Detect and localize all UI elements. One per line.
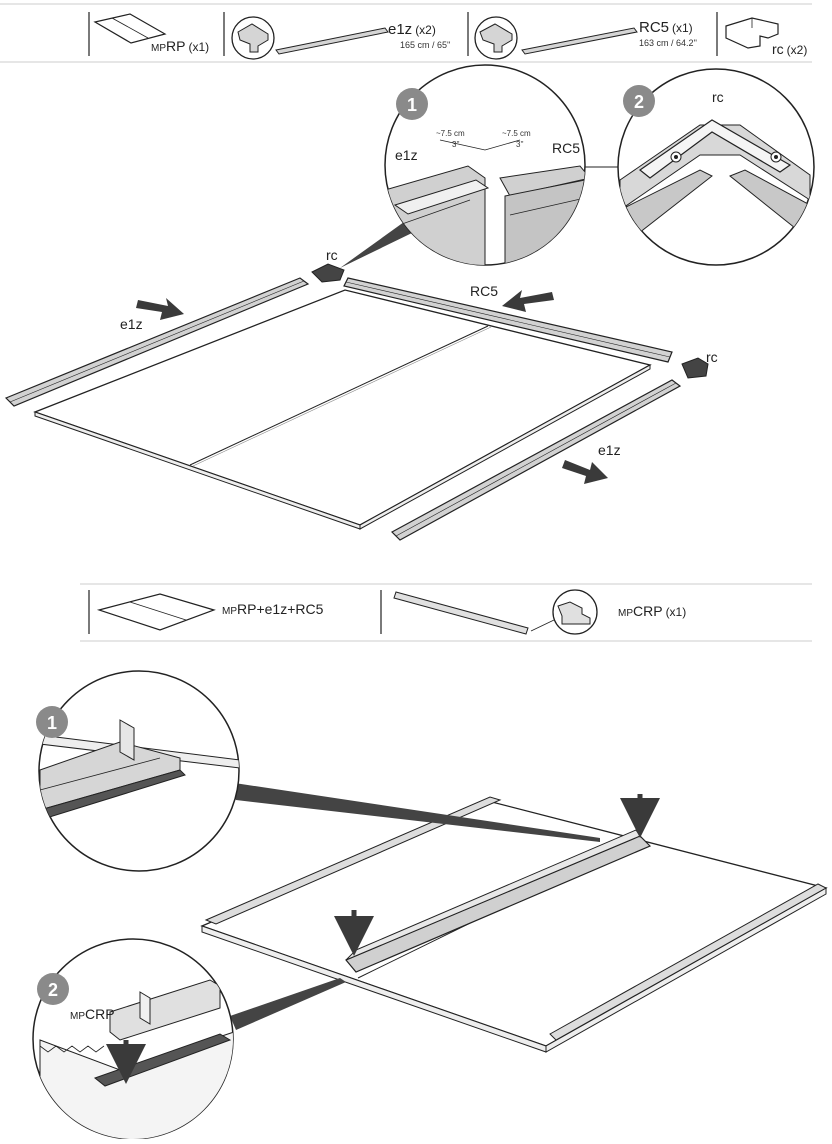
svg-text:MPCRP: MPCRP [70,1006,115,1022]
step-badge [396,88,428,120]
detail-leader [230,978,346,1030]
panel-icon [93,13,167,44]
rc5-qty: (x1) [672,21,693,35]
rc-connector-icon [725,17,779,49]
assembly-prefix: MP [222,606,237,617]
svg-text:rc(x2): rc(x2) [772,41,807,57]
assembly-panel-icon [96,593,216,631]
e1z-rail-left [4,277,310,407]
mpcrp-code: CRP [633,603,663,619]
label-e1z-left: e1z [120,316,143,332]
d3-number: 1 [47,713,57,733]
e1z-rail-back [204,796,502,925]
part-rc: rc(x2) [725,17,807,57]
part-rc5: RC5(x1) 163 cm / 64.2'' [474,12,718,60]
mprp-qty: (x1) [188,40,209,54]
label-rc5: RC5 [470,283,498,299]
assembled-floor [200,801,828,1047]
svg-text:e1z(x2): e1z(x2) [388,21,436,38]
step-badge [623,85,655,117]
rc-connector-right [681,357,709,379]
step-1-illustration: rc rc RC5 e1z e1z e1z RC5 ~7.5 cm 3'' ~7… [4,64,815,541]
part-e1z: e1z(x2) 165 cm / 65'' [231,12,469,60]
rc5-rail [343,277,673,363]
mpcrp-prefix: MP [618,608,633,619]
e1z-qty: (x2) [415,23,436,37]
panel-seam [189,325,489,466]
svg-text:RC5(x1): RC5(x1) [639,19,693,36]
detail-3-callout: 1 [36,670,240,872]
mpcrp-qty: (x1) [666,605,687,619]
mpcrp-profile [393,591,529,635]
push-arrow-left [136,298,184,320]
d4-number: 2 [48,980,58,1000]
rc5-size: 163 cm / 64.2'' [639,38,697,48]
rc5-profile [521,27,638,55]
detail-4-callout: MPCRP 2 [32,938,234,1140]
detail-1-callout: e1z RC5 ~7.5 cm 3'' ~7.5 cm 3'' 1 [384,64,586,266]
rc5-code: RC5 [639,19,669,36]
svg-text:MPRP+e1z+RC5: MPRP+e1z+RC5 [222,601,324,617]
parts-header-2: MPRP+e1z+RC5 MPCRP(x1) [80,583,812,642]
svg-text:MPCRP(x1): MPCRP(x1) [618,603,686,619]
detail-leader [340,222,414,268]
label-rc-right: rc [706,349,718,365]
label-rc-top: rc [326,247,338,263]
detail-leader [228,782,600,842]
rc-code: rc [772,41,784,57]
rc-connector-top [311,263,345,283]
d1-dim-right: ~7.5 cm [502,129,531,138]
mprp-code: RP [166,38,185,54]
d1-label-rc5: RC5 [552,140,580,156]
rc-qty: (x2) [787,43,808,57]
e1z-rail-front [549,883,828,1041]
push-arrow-rc5 [502,290,554,312]
d1-dim-left-in: 3'' [452,140,460,149]
d4-code: CRP [85,1006,115,1022]
d1-dim-left: ~7.5 cm [436,129,465,138]
d1-label-e1z: e1z [395,147,418,163]
e1z-code: e1z [388,21,412,38]
d4-prefix: MP [70,1011,85,1022]
push-arrow-right [562,460,608,484]
parts-header-1: MPRP(x1) e1z(x2) 165 cm / 65'' RC5(x1) 1… [0,3,812,63]
d1-dim-right-in: 3'' [516,140,524,149]
detail-2-callout: rc 2 [617,68,815,266]
step-badge [36,706,68,738]
d2-number: 2 [634,92,644,112]
mprp-prefix: MP [151,43,166,54]
step-badge [37,973,69,1005]
e1z-size: 165 cm / 65'' [400,40,451,50]
svg-text:MPRP(x1): MPRP(x1) [151,38,209,54]
part-mprp: MPRP(x1) [88,12,225,56]
e1z-profile [275,27,389,55]
d1-number: 1 [407,95,417,115]
assembly-code: RP+e1z+RC5 [237,601,324,617]
label-e1z-right: e1z [598,442,621,458]
d2-label-rc: rc [712,89,724,105]
step-2-illustration: 1 MPCRP 2 [32,670,828,1140]
